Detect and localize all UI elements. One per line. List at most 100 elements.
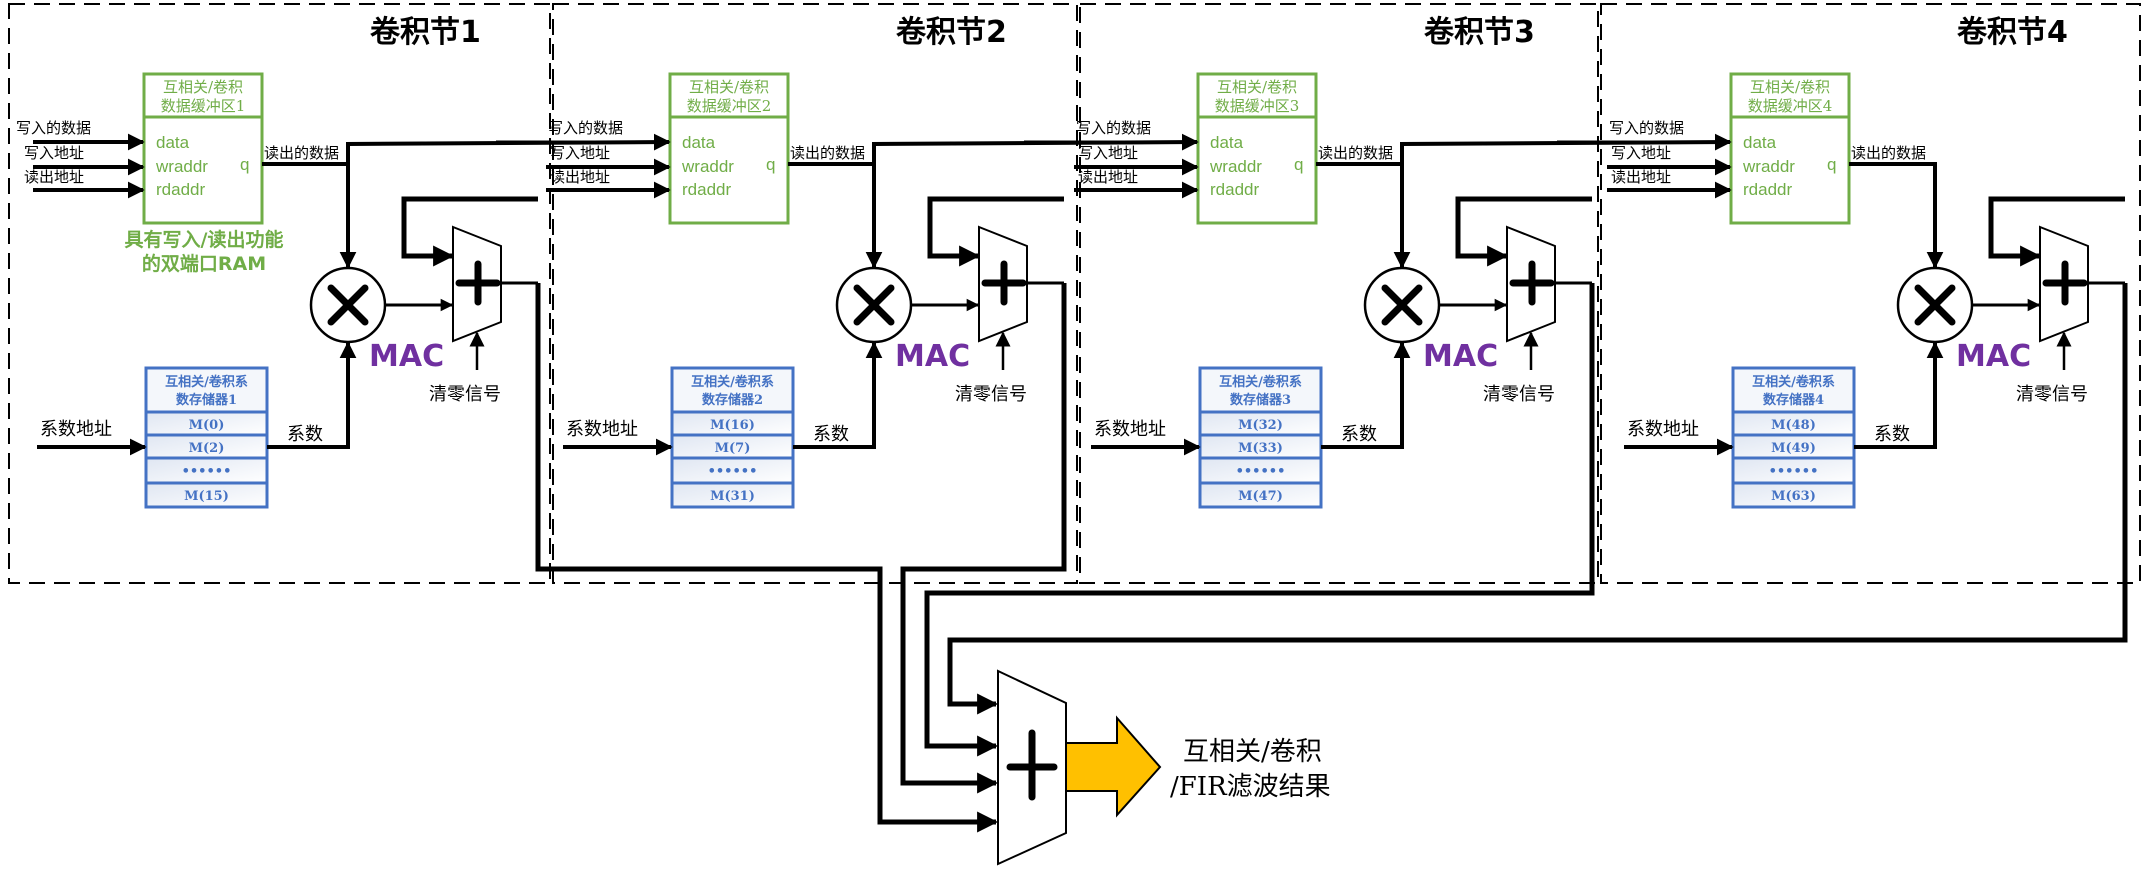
coef-wire [793,341,883,449]
coef-title-line1: 互相关/卷积系 [165,374,248,390]
ram-title-line1: 互相关/卷积 [689,78,769,96]
ram-title-line2: 数据缓冲区2 [687,97,772,115]
write-addr-label: 写入地址 [1611,144,1671,162]
ram-port-wraddr: wraddr [681,157,734,176]
coef-wire [1321,341,1411,449]
coef-label: 系数 [1341,424,1377,445]
read-data-wire [262,162,357,269]
coef-row-label: M(31) [710,489,755,504]
coef-title-line2: 数存储器2 [702,392,763,408]
ram-port-q: q [240,155,249,174]
coef-row [670,481,795,509]
ram-title-line1: 互相关/卷积 [1750,78,1830,96]
coef-row [1198,481,1323,509]
multiply-icon [1914,284,1956,326]
section-frame [1600,3,2141,584]
ram-port-data: data [1210,133,1244,152]
coef-row-label: •••••• [1236,464,1286,479]
section-frame [8,3,551,584]
clear-signal-label: 清零信号 [429,384,501,405]
read-data-label: 读出的数据 [264,144,339,162]
write-data-label: 写入的数据 [548,119,623,137]
coef-row [1731,456,1856,485]
ram-title-line1: 互相关/卷积 [163,78,243,96]
forward-bus [872,133,1199,164]
read-data-label: 读出的数据 [790,144,865,162]
ram-port-q: q [766,155,775,174]
coef-row-label: •••••• [182,464,232,479]
feedback-wire [927,196,1064,267]
write-data-label: 写入的数据 [1076,119,1151,137]
multiply-icon [1381,284,1423,326]
read-data-wire [788,162,883,269]
ram-port-rdaddr: rdaddr [1210,180,1259,199]
write-addr-label: 写入地址 [550,144,610,162]
coef-title-line2: 数存储器1 [176,392,237,408]
final-adder [997,669,1067,866]
coef-row-label: M(7) [715,441,751,456]
data-buffer-ram [142,72,264,225]
ram-port-q: q [1294,155,1303,174]
section-frame [1079,3,1599,584]
convolution-section-1: 卷积节1互相关/卷积数据缓冲区1datawraddrrdaddrq写入的数据写入… [8,3,551,584]
ram-title-line1: 互相关/卷积 [1217,78,1297,96]
ram-title-line2: 数据缓冲区4 [1748,97,1833,115]
result-label-line1: 互相关/卷积 [1183,737,1322,767]
ram-caption-line2: 的双端口RAM [142,252,266,275]
mac-label: MAC [369,339,444,374]
coef-label: 系数 [1874,424,1910,445]
write-addr-label: 写入地址 [24,144,84,162]
read-data-wire [1316,162,1411,269]
section-frame [552,3,1078,584]
read-addr-label: 读出地址 [1078,168,1138,186]
write-data-label: 写入的数据 [16,119,91,137]
convolution-section-3: 卷积节3互相关/卷积数据缓冲区3datawraddrrdaddrq写入的数据写入… [1024,3,1599,584]
convolution-section-2: 卷积节2互相关/卷积数据缓冲区2datawraddrrdaddrq写入的数据写入… [496,3,1078,584]
coef-row-label: M(15) [184,489,229,504]
data-buffer-ram [1196,72,1318,225]
clear-signal-label: 清零信号 [2016,384,2088,405]
coef-title-line2: 数存储器3 [1230,392,1291,408]
coef-row-label: M(48) [1771,418,1816,433]
coef-row-label: •••••• [708,464,758,479]
ram-port-wraddr: wraddr [155,157,208,176]
section-output-wires [535,283,2128,833]
ram-port-wraddr: wraddr [1742,157,1795,176]
read-data-label: 读出的数据 [1851,144,1926,162]
section-title: 卷积节1 [370,15,481,50]
mac-label: MAC [1423,339,1498,374]
coef-row-label: M(63) [1771,489,1816,504]
coef-addr-label: 系数地址 [566,419,638,440]
section-output-wire-1 [535,283,999,833]
coef-row-label: M(49) [1771,441,1816,456]
section-output-wire-2 [900,283,1067,794]
mac-label: MAC [895,339,970,374]
coef-title-line1: 互相关/卷积系 [691,374,774,390]
coef-row [144,456,269,485]
write-data-label: 写入的数据 [1609,119,1684,137]
ram-port-data: data [156,133,190,152]
coef-row-label: M(47) [1238,489,1283,504]
read-data-label: 读出的数据 [1318,144,1393,162]
read-addr-label: 读出地址 [24,168,84,186]
read-addr-label: 读出地址 [1611,168,1671,186]
ram-title-line2: 数据缓冲区3 [1215,97,1300,115]
coef-wire [267,341,357,449]
output-arrow-icon [1065,715,1162,818]
coef-label: 系数 [287,424,323,445]
coef-addr-label: 系数地址 [1094,419,1166,440]
coef-title-line1: 互相关/卷积系 [1752,374,1835,390]
coef-row-label: M(0) [189,418,225,433]
feedback-wire [1988,196,2125,267]
data-buffer-ram [1729,72,1851,225]
ram-caption-line1: 具有写入/读出功能 [125,228,284,251]
write-addr-label: 写入地址 [1078,144,1138,162]
coef-addr-label: 系数地址 [1627,419,1699,440]
clear-signal-label: 清零信号 [1483,384,1555,405]
section-title: 卷积节2 [896,15,1007,50]
ram-title-line2: 数据缓冲区1 [161,97,246,115]
feedback-wire [401,196,538,267]
convolution-section-4: 卷积节4互相关/卷积数据缓冲区4datawraddrrdaddrq写入的数据写入… [1557,3,2141,584]
ram-port-data: data [1743,133,1777,152]
coef-addr-label: 系数地址 [40,419,112,440]
